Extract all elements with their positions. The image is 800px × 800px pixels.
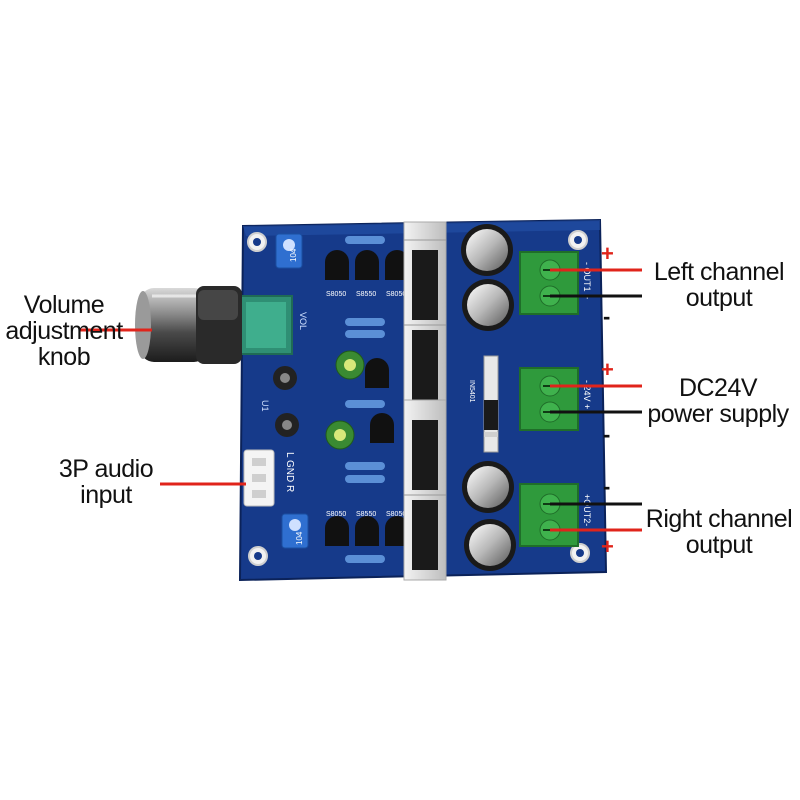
transistors-bottom: S8050 S8550 S8050 bbox=[325, 511, 409, 546]
trim-pot-top: 104 bbox=[275, 233, 303, 269]
out2-silkscreen: +OUT2- bbox=[582, 494, 592, 526]
s8050-label-top-left: S8050 bbox=[326, 291, 346, 298]
right-plus-sign: + bbox=[601, 534, 614, 559]
terminal-block-power bbox=[519, 367, 579, 431]
small-components-left bbox=[273, 350, 365, 450]
s8050-label-bottom-left: S8050 bbox=[326, 511, 346, 518]
transistors-middle bbox=[365, 358, 394, 443]
volume-potentiometer bbox=[239, 295, 293, 355]
out1-silkscreen: - OUT1 + bbox=[582, 262, 592, 299]
left-minus-sign: - bbox=[603, 304, 611, 329]
s8050-label-top-right: S8050 bbox=[386, 291, 406, 298]
left-output-label: Left channel output bbox=[653, 258, 785, 312]
power-plus-sign: + bbox=[601, 357, 614, 382]
volume-knob bbox=[135, 286, 242, 364]
audio-input-label: 3P audio input bbox=[58, 455, 154, 509]
diode-silkscreen: IN5401 bbox=[468, 380, 475, 403]
power-silkscreen: - 24V + bbox=[582, 380, 592, 409]
vol-silkscreen: VOL bbox=[298, 312, 308, 330]
terminal-block-right-output bbox=[519, 483, 579, 547]
trim-pot-bottom: 104 bbox=[281, 513, 309, 549]
left-plus-sign: + bbox=[601, 241, 614, 266]
right-output-label: Right channel output bbox=[645, 505, 793, 559]
mounting-holes bbox=[247, 230, 590, 566]
heatsink-top bbox=[403, 221, 447, 409]
audio-input-connector bbox=[243, 449, 275, 507]
transistors-top: S8050 S8550 S8050 bbox=[325, 250, 409, 298]
terminal-block-left-output bbox=[519, 251, 579, 315]
s8550-label-top: S8550 bbox=[356, 291, 376, 298]
resistors bbox=[345, 236, 385, 563]
rectifier-diode: IN5401 bbox=[468, 355, 499, 453]
volume-knob-label: Volume adjustment knob bbox=[5, 291, 123, 371]
pot-marking-top: 104 bbox=[289, 248, 298, 262]
heatsink-bottom bbox=[403, 399, 447, 581]
power-supply-label: DC24V power supply bbox=[647, 374, 789, 428]
pot-marking-bottom: 104 bbox=[295, 531, 304, 545]
s8550-label-bottom: S8550 bbox=[356, 511, 376, 518]
u1-silkscreen: U1 bbox=[260, 400, 270, 412]
right-minus-sign: - bbox=[603, 474, 611, 499]
power-minus-sign: - bbox=[603, 422, 611, 447]
s8050-label-bottom-right: S8050 bbox=[386, 511, 406, 518]
capacitors bbox=[461, 224, 516, 571]
leader-lines bbox=[80, 268, 642, 532]
input-silkscreen: L GND R bbox=[284, 452, 295, 492]
